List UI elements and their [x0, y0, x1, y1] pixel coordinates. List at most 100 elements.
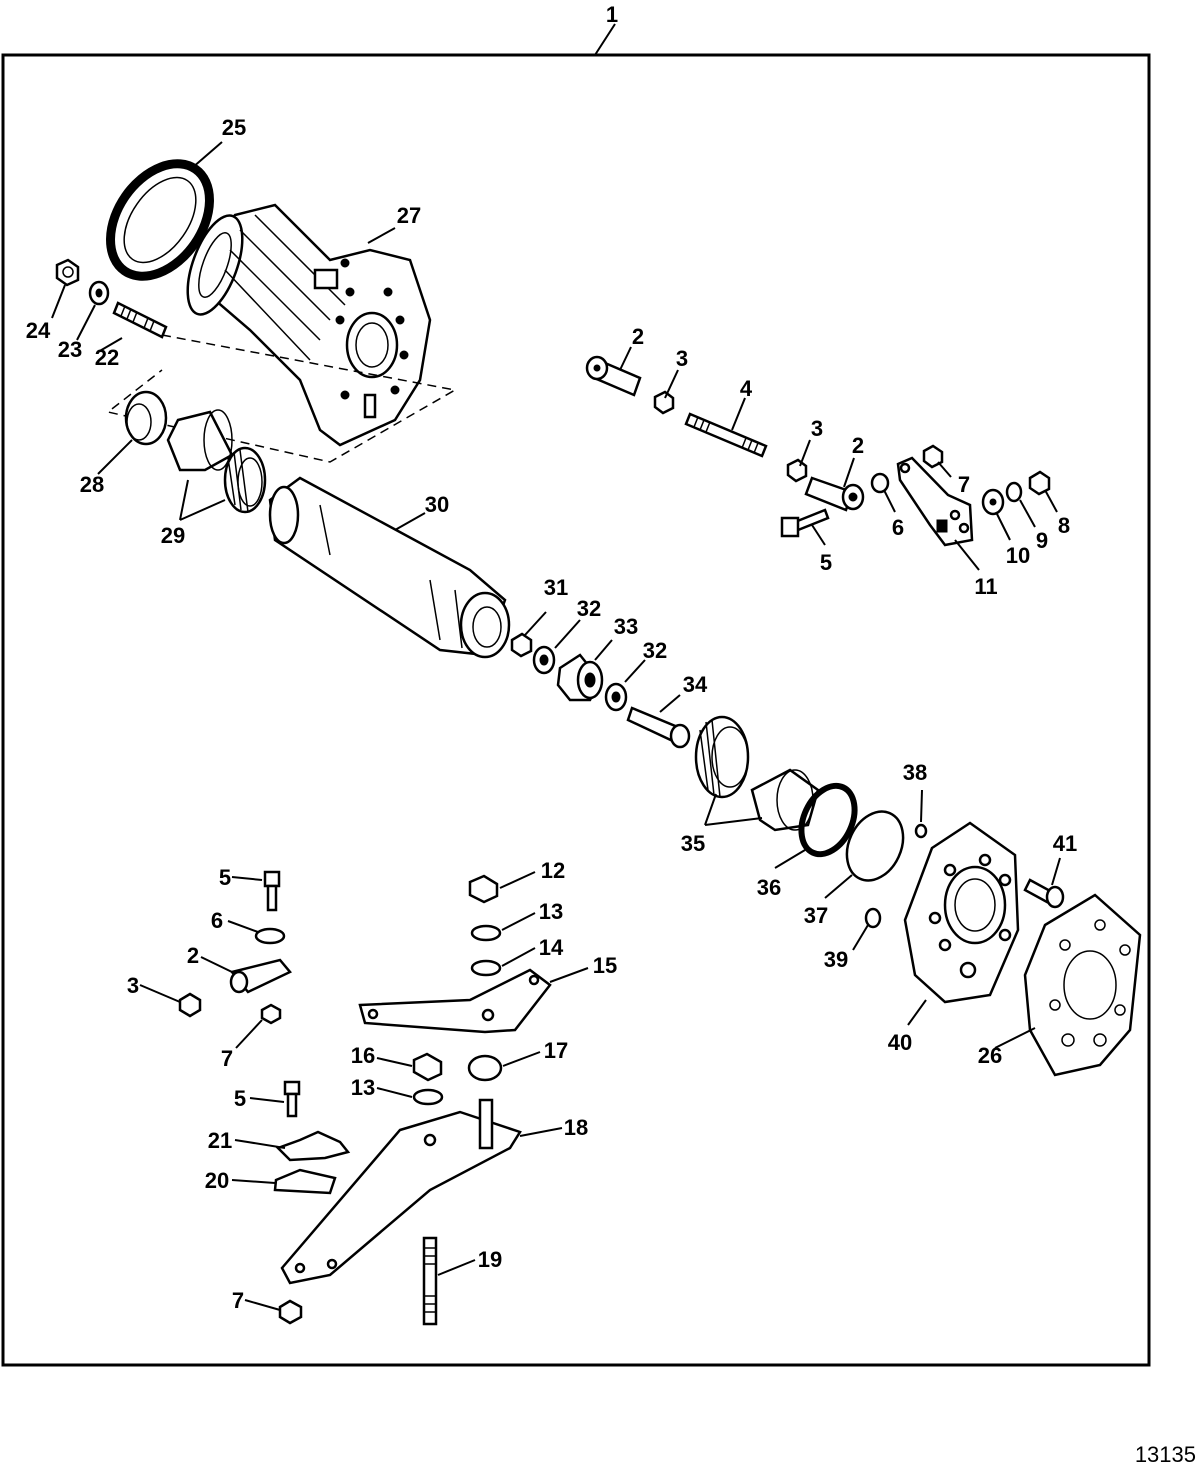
part-bolt-5-lower-a — [263, 870, 281, 912]
callout-label: 31 — [544, 575, 568, 600]
part-nut-7-bottom — [278, 1299, 303, 1325]
callout-label: 8 — [1058, 513, 1070, 538]
part-threaded-rod — [684, 412, 768, 458]
part-jam-nut-lower — [786, 458, 808, 483]
callout-label: 41 — [1053, 831, 1077, 856]
part-spacer-6-lower — [254, 927, 286, 945]
callout-label: 18 — [564, 1115, 588, 1140]
part-washer-32a — [532, 645, 556, 675]
part-drive-housing — [186, 203, 432, 447]
part-bolt-upper — [780, 508, 830, 538]
part-seal — [124, 390, 168, 446]
part-bearing-race — [750, 768, 820, 832]
part-nut — [55, 258, 80, 287]
callout-label: 6 — [211, 908, 223, 933]
part-small-o-ring-38 — [914, 823, 928, 839]
part-washer-32b — [604, 682, 628, 712]
part-gasket — [1023, 893, 1142, 1077]
part-link-arm-15 — [358, 968, 552, 1034]
part-washer-13-lower — [412, 1088, 444, 1106]
callout-label: 2 — [852, 433, 864, 458]
callout-label: 2 — [632, 324, 644, 349]
part-clamp-21 — [275, 1130, 351, 1162]
part-rod-end-lower — [804, 476, 865, 512]
callout-label: 3 — [811, 416, 823, 441]
callout-label: 20 — [205, 1168, 229, 1193]
callout-label: 27 — [397, 203, 421, 228]
callout-label: 32 — [643, 638, 667, 663]
leader-lines — [51, 23, 1061, 1311]
callout-label: 39 — [824, 947, 848, 972]
part-cap-screw — [1023, 878, 1065, 909]
part-o-ring — [798, 782, 858, 858]
callout-label: 5 — [234, 1086, 246, 1111]
part-nut-16 — [412, 1052, 443, 1082]
callout-label: 33 — [614, 614, 638, 639]
part-stud-19 — [422, 1236, 438, 1326]
callout-label: 24 — [26, 318, 51, 343]
callout-label: 37 — [804, 903, 828, 928]
callout-label: 32 — [577, 596, 601, 621]
part-jam-nut-upper — [653, 390, 675, 415]
part-nut-7-upper — [922, 444, 944, 469]
callout-label: 26 — [978, 1043, 1002, 1068]
callout-label: 15 — [593, 953, 617, 978]
part-flange-nut-17 — [467, 1054, 503, 1082]
callout-label: 36 — [757, 875, 781, 900]
part-bearing-cup — [166, 409, 234, 472]
callout-label: 13 — [351, 1075, 375, 1100]
callout-label: 25 — [222, 115, 246, 140]
part-shoulder-bolt — [626, 706, 691, 749]
callout-label: 2 — [187, 943, 199, 968]
part-nut-7-lower — [260, 1003, 282, 1025]
part-spacer — [556, 653, 604, 702]
callout-label: 29 — [161, 523, 185, 548]
callout-label: 12 — [541, 858, 565, 883]
part-bolt-5-lower-b — [283, 1080, 301, 1118]
part-gasket-ring — [106, 159, 214, 281]
callout-label: 35 — [681, 831, 705, 856]
callout-label: 19 — [478, 1247, 502, 1272]
part-washer-10 — [981, 488, 1005, 516]
part-spacer-small — [870, 472, 890, 494]
part-nut-8 — [1028, 470, 1051, 496]
callout-label: 4 — [740, 376, 753, 401]
callout-label: 11 — [974, 574, 997, 599]
callout-label: 40 — [888, 1030, 912, 1055]
callout-label: 7 — [221, 1046, 233, 1071]
diagram-frame — [1, 53, 1151, 1367]
part-bearing-cone — [223, 446, 267, 514]
part-nut-12 — [468, 874, 499, 904]
part-lever-18 — [280, 1098, 522, 1285]
callout-label: 16 — [351, 1043, 375, 1068]
callout-label: 5 — [219, 865, 231, 890]
part-nut-3-lower — [178, 992, 202, 1018]
callout-label: 13 — [539, 899, 563, 924]
part-stud — [112, 301, 168, 339]
callout-label: 28 — [80, 472, 104, 497]
callout-label: 23 — [58, 337, 82, 362]
callout-label: 5 — [820, 550, 832, 575]
callout-label: 7 — [958, 472, 970, 497]
callout-label: 21 — [208, 1128, 232, 1153]
part-rod-end-upper — [585, 355, 642, 397]
part-small-o-ring-39 — [864, 907, 882, 929]
callout-label: 6 — [892, 515, 904, 540]
callout-label: 17 — [544, 1038, 568, 1063]
figure-number: 13135 — [1135, 1442, 1196, 1467]
callout-label: 7 — [232, 1288, 244, 1313]
part-end-cover-plate — [903, 821, 1020, 1004]
callout-label: 38 — [903, 760, 927, 785]
part-block-20 — [273, 1168, 337, 1195]
callout-labels: 1 2 3 4 3 2 7 6 10 9 8 5 11 25 27 24 23 … — [26, 2, 1077, 1313]
callout-label: 22 — [95, 345, 119, 370]
callout-label: 14 — [539, 935, 564, 960]
callout-label: 9 — [1036, 528, 1048, 553]
part-washer — [88, 280, 110, 306]
part-drive-shaft — [268, 476, 511, 659]
part-nut-small — [510, 632, 533, 658]
part-washer-13-upper — [470, 924, 502, 942]
callout-label: 1 — [606, 2, 618, 27]
callout-label: 3 — [676, 346, 688, 371]
